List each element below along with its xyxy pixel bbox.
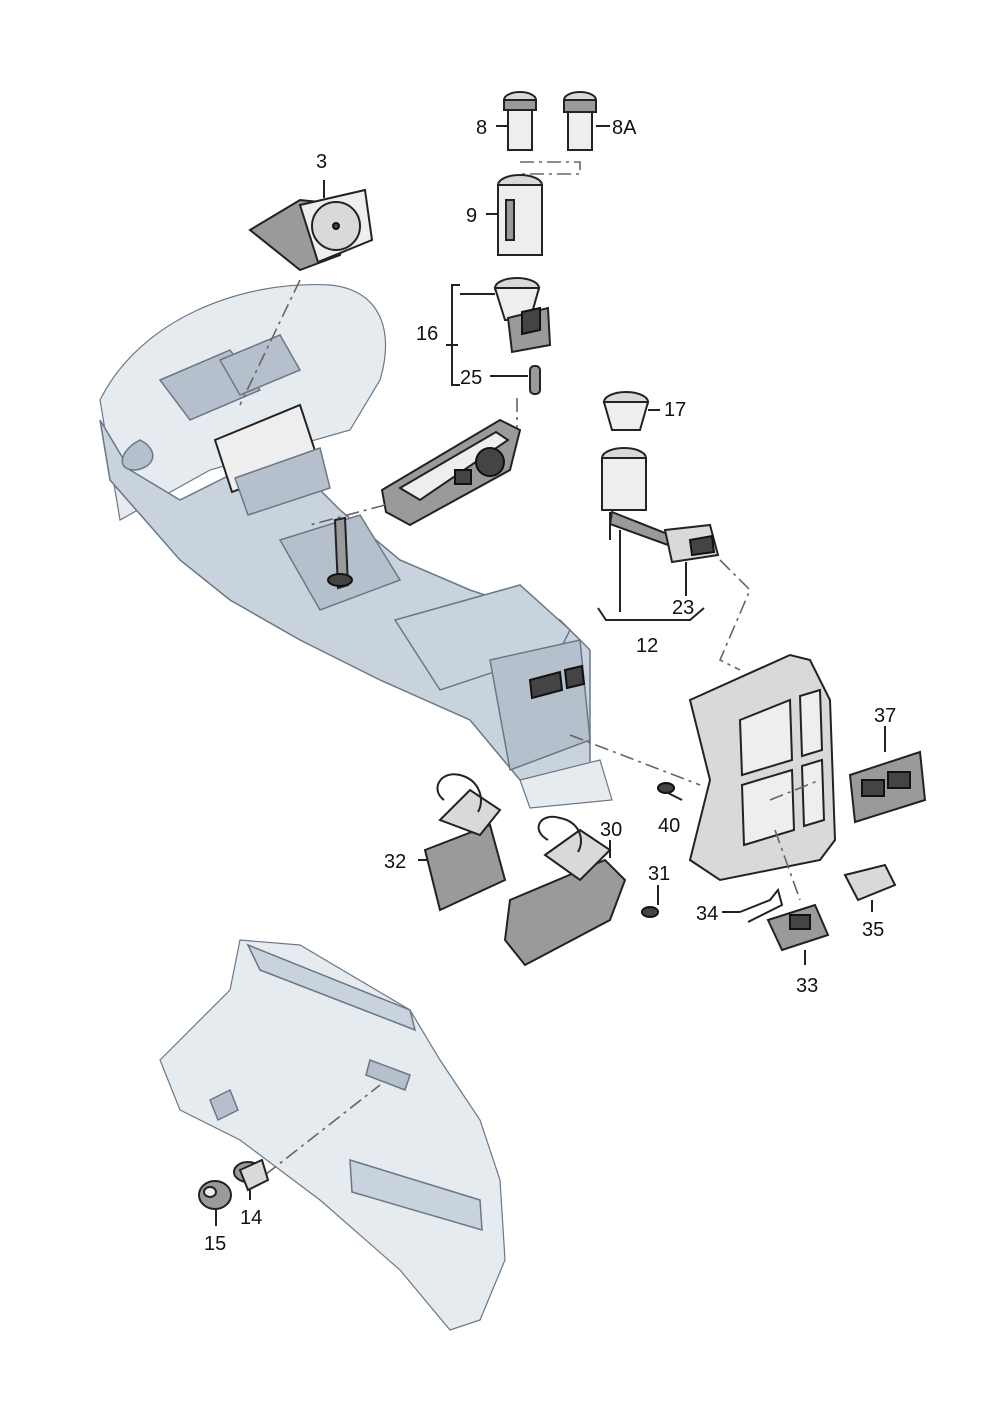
part-40-screw[interactable] (657, 782, 683, 801)
part-12-socket-cable[interactable] (601, 447, 672, 547)
storage-tray[interactable] (380, 418, 522, 527)
callout-40: 40 (658, 815, 680, 837)
leader-dash (520, 161, 581, 175)
part-8-lighter[interactable] (496, 91, 537, 151)
leader-dash-frame (569, 734, 701, 786)
part-14-socket[interactable] (233, 1158, 270, 1200)
part-3-clock[interactable] (248, 180, 374, 272)
part-34-spring-clip[interactable] (722, 887, 784, 923)
callout-16: 16 (416, 323, 438, 345)
part-33-socket-module[interactable] (766, 903, 830, 965)
part-35-bracket[interactable] (843, 863, 897, 912)
part-8a-lighter[interactable] (563, 91, 610, 151)
part-23-connector[interactable] (663, 523, 720, 596)
callout-23: 23 (672, 597, 694, 619)
callout-32: 32 (384, 851, 406, 873)
callout-35: 35 (862, 919, 884, 941)
bracket-12 (597, 607, 705, 621)
part-17-socket-cup[interactable] (602, 391, 660, 431)
callout-17: 17 (664, 399, 686, 421)
callout-15: 15 (204, 1233, 226, 1255)
leader-dash-23 (718, 559, 751, 671)
callout-14: 14 (240, 1207, 262, 1229)
dashboard-console-assembly (99, 283, 613, 809)
part-37-control-unit[interactable] (848, 726, 927, 824)
callout-34: 34 (696, 903, 718, 925)
part-31-screw[interactable] (641, 885, 659, 918)
rear-vent-frame[interactable] (688, 653, 837, 882)
callout-3: 3 (316, 151, 327, 173)
callout-31: 31 (648, 863, 670, 885)
part-9-socket[interactable] (486, 174, 543, 256)
leader-dash-14 (264, 1084, 381, 1176)
part-15-cap[interactable] (198, 1180, 232, 1226)
callout-8: 8 (476, 117, 487, 139)
callout-12: 12 (636, 635, 658, 657)
part-16-socket-holder[interactable] (446, 277, 552, 386)
part-25-clip[interactable] (490, 365, 541, 395)
callout-9: 9 (466, 205, 477, 227)
leader-dash-37 (769, 779, 821, 801)
leader-dash-33 (774, 829, 801, 901)
part-32-ashtray-insert[interactable] (418, 773, 507, 912)
callout-30: 30 (600, 819, 622, 841)
callout-33: 33 (796, 975, 818, 997)
callout-8a: 8A (612, 117, 637, 139)
callout-37: 37 (874, 705, 896, 727)
leader-dash-tray (309, 504, 386, 526)
part-30-ashtray-housing[interactable] (503, 815, 627, 967)
luggage-side-trim (159, 939, 506, 1331)
callout-25: 25 (460, 367, 482, 389)
leader-dash-clock (239, 279, 301, 406)
